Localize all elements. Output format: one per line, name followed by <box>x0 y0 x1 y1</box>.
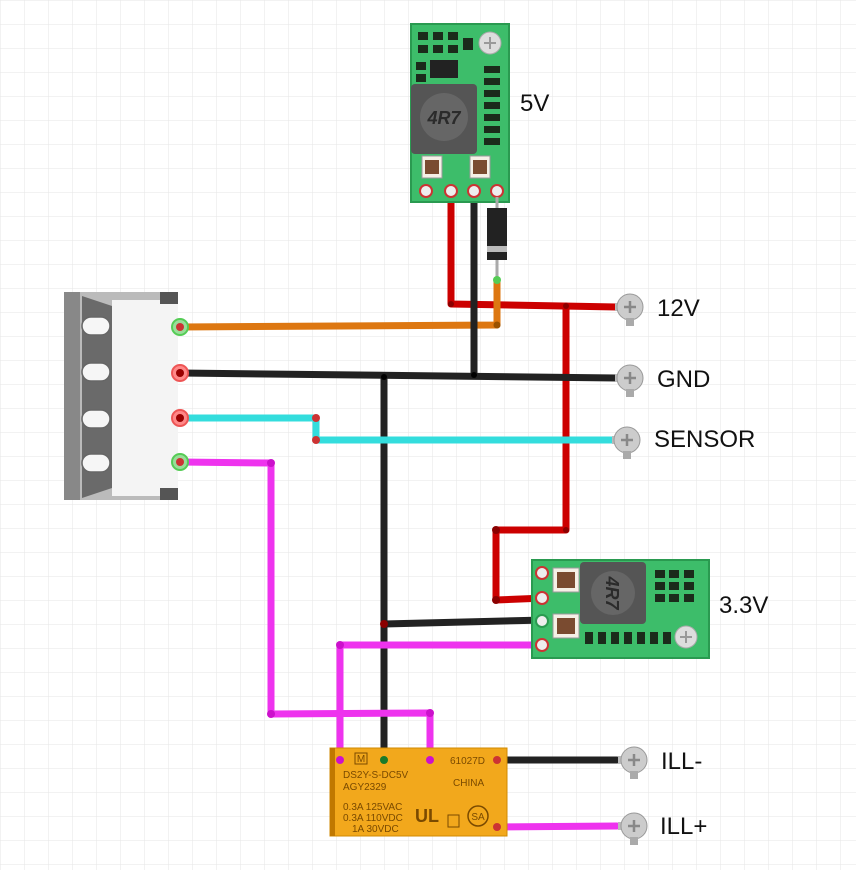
label-gnd: GND <box>657 366 710 393</box>
relay-logo: M <box>357 754 365 765</box>
label-ill-plus: ILL+ <box>660 813 707 840</box>
terminal-ill-plus-screw-icon <box>618 812 648 845</box>
relay-rating-3: 1A 30VDC <box>352 824 399 835</box>
relay-lot: 61027D <box>450 756 485 767</box>
terminal-ill-minus-screw-icon <box>618 746 648 779</box>
label-3v3: 3.3V <box>719 592 768 619</box>
label-sensor: SENSOR <box>654 426 755 453</box>
label-ill-minus: ILL- <box>661 748 702 775</box>
relay-code: AGY2329 <box>343 782 387 793</box>
label-12v: 12V <box>657 295 700 322</box>
ul-certification-mark: UL <box>415 806 439 826</box>
diode <box>487 197 507 284</box>
four-pin-connector <box>64 292 189 500</box>
svg-text:SA: SA <box>471 812 485 823</box>
regulator-3v3: 4R7 <box>531 559 710 659</box>
relay-model: DS2Y-S-DC5V <box>343 770 409 781</box>
sa-certification-mark <box>467 805 489 827</box>
relay-rating-1: 0.3A 125VAC <box>343 802 402 813</box>
terminal-sensor-screw-icon <box>612 426 641 459</box>
terminal-12v-screw-icon <box>615 293 644 326</box>
wire-sensor <box>176 414 621 444</box>
relay-rating-2: 0.3A 110VDC <box>343 813 403 824</box>
terminal-gnd-screw-icon <box>615 364 644 397</box>
inductor-marking: 4R7 <box>426 108 461 128</box>
relay: M DS2Y-S-DC5V AGY2329 61027D CHINA 0.3A … <box>329 747 508 837</box>
regulator-5v: 4R7 <box>410 23 510 203</box>
label-5v: 5V <box>520 90 549 117</box>
junctions <box>267 301 569 718</box>
inductor-marking: 4R7 <box>602 575 622 610</box>
relay-origin: CHINA <box>453 778 484 789</box>
terminals <box>612 293 648 845</box>
wires <box>176 186 621 831</box>
